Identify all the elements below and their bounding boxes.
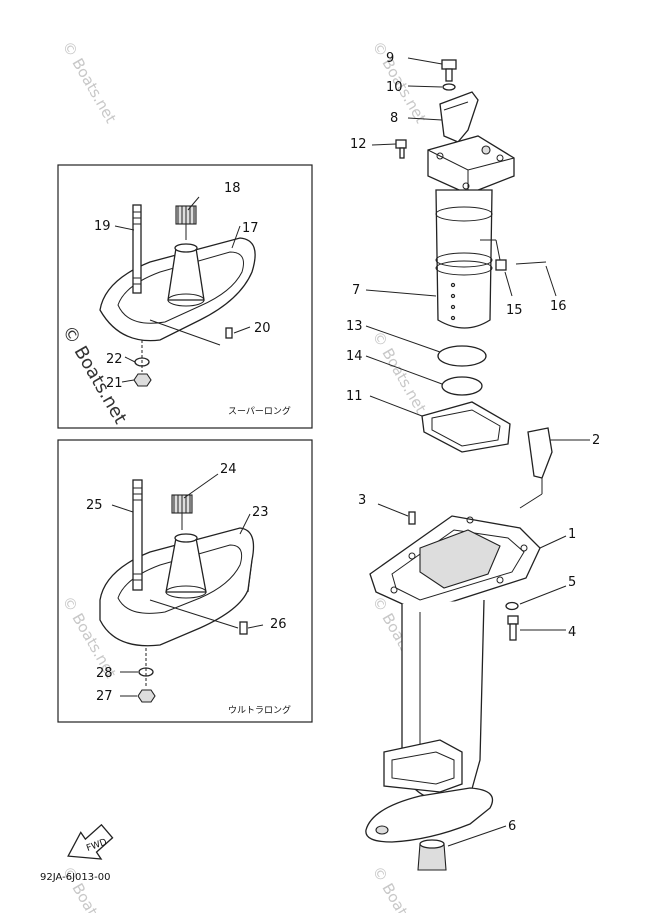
callout-28: 28: [96, 666, 113, 681]
callout-18: 18: [224, 181, 241, 196]
fwd-arrow: FWD: [67, 823, 114, 860]
watermark: © Boats.net: [369, 328, 430, 416]
callout-7: 7: [352, 283, 360, 298]
callout-16: 16: [550, 299, 567, 314]
callout-20: 20: [254, 321, 271, 336]
callout-23: 23: [252, 505, 269, 520]
callout-3: 3: [358, 493, 366, 508]
callout-12: 12: [350, 137, 367, 152]
callout-19: 19: [94, 219, 111, 234]
callout-8: 8: [390, 111, 398, 126]
inset-super-long: 18 19 17 20 22 21 スーパーロング: [57, 164, 313, 429]
watermark: © Boats.net: [59, 863, 120, 913]
callout-25: 25: [86, 498, 103, 513]
callout-22: 22: [106, 352, 123, 367]
callout-26: 26: [270, 617, 287, 632]
upper-casing: 3 1 5 4 6: [358, 493, 576, 871]
callout-5: 5: [568, 575, 576, 590]
inset-ultra-long: 24 25 23 26 28 27 ウルトラロング: [57, 439, 313, 723]
upper-casing-assembly: 9 10 8 12 7: [346, 51, 600, 509]
callout-24: 24: [220, 462, 237, 477]
watermark: © Boats.net: [58, 322, 131, 428]
callout-6: 6: [508, 819, 516, 834]
callout-10: 10: [386, 80, 403, 95]
callout-2: 2: [592, 433, 600, 448]
inset-label-ultra-long: ウルトラロング: [228, 704, 291, 716]
callout-4: 4: [568, 625, 576, 640]
callout-21: 21: [106, 376, 123, 391]
callout-15: 15: [506, 303, 523, 318]
callout-14: 14: [346, 349, 363, 364]
inset-label-super-long: スーパーロング: [228, 405, 291, 417]
callout-1: 1: [568, 527, 576, 542]
watermark: © Boats.net: [59, 38, 120, 126]
watermarks: © Boats.net © Boats.net © Boats.net © Bo…: [58, 38, 430, 913]
callout-9: 9: [386, 51, 394, 66]
callout-27: 27: [96, 689, 113, 704]
callout-17: 17: [242, 221, 259, 236]
callout-13: 13: [346, 319, 363, 334]
callout-11: 11: [346, 389, 363, 404]
drawing-code: 92JA-6J013-00: [40, 872, 110, 883]
